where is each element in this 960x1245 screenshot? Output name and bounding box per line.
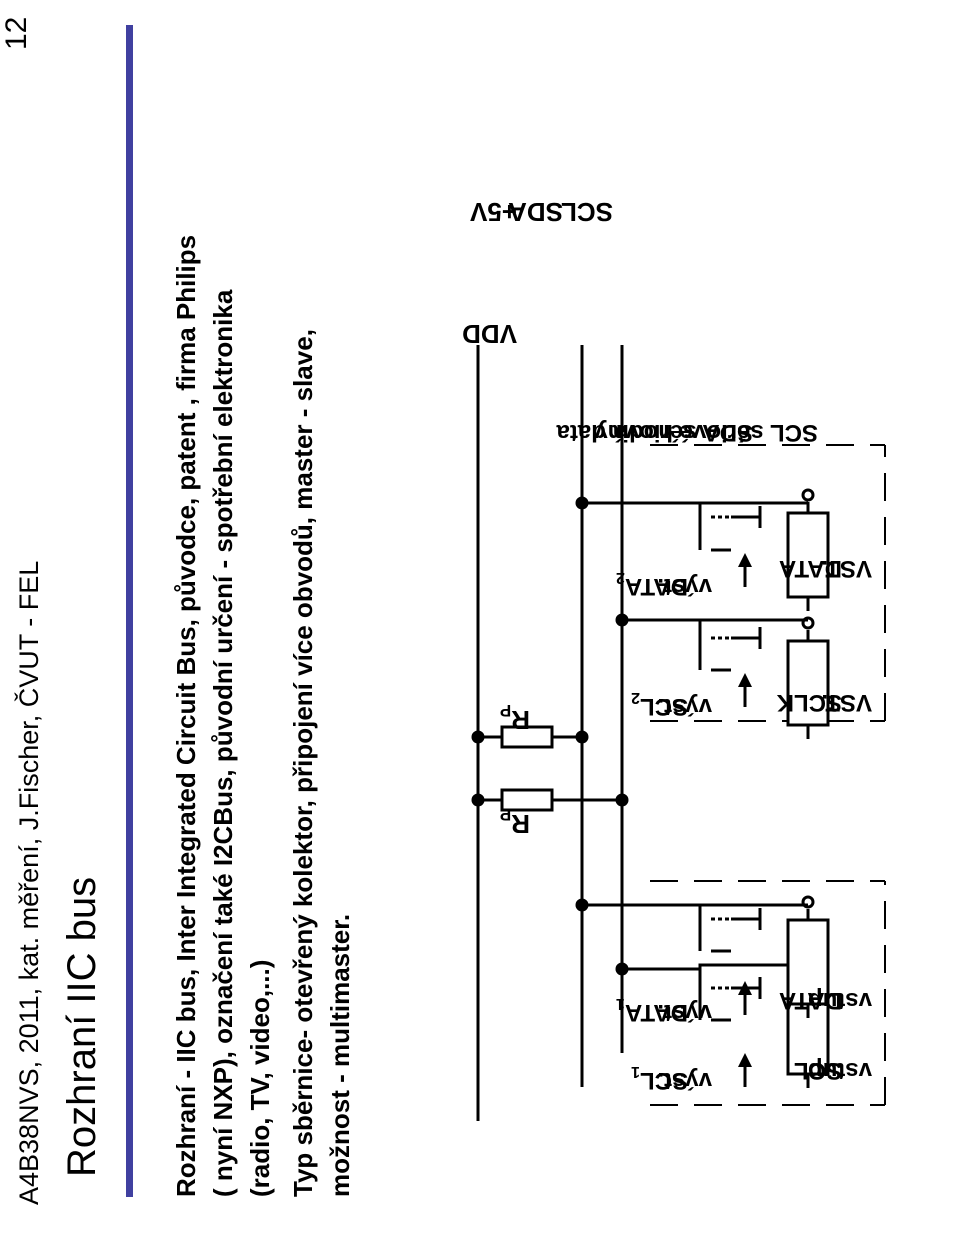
device1-scl-input-label-2: vstup	[808, 1057, 872, 1084]
device2-data-output-label: DATA2	[616, 569, 688, 600]
device-boundaries	[650, 444, 886, 1106]
sda-label: SDA	[508, 197, 563, 227]
device1-scl-output-label-2: výst.	[657, 1067, 712, 1094]
device2-data-output-label-2: výst.	[657, 573, 712, 600]
device2-scl-output-label: SCL2	[631, 689, 688, 720]
device2-scl-buffer	[786, 616, 830, 741]
device2-scl-arrow	[736, 671, 754, 709]
device2-wiring	[575, 496, 808, 672]
resistor-rp-left	[500, 788, 554, 812]
device1-data-input-label: DATA	[779, 987, 842, 1014]
device1-scl-output-label: SCL1	[631, 1063, 688, 1094]
device1-data-input-label-2: vstup	[808, 987, 872, 1014]
device2-data-buffer	[786, 488, 830, 613]
device2-scl-output-label-2: výst.	[657, 693, 712, 720]
device1-data-output-label-2: výst.	[657, 999, 712, 1026]
device2-data-input-label: DATA	[779, 555, 842, 582]
scl-label: SCL	[561, 197, 613, 227]
sda-description: SDA sériová data	[556, 419, 753, 446]
device1-scl-arrow	[736, 1051, 754, 1089]
device1-data-arrow	[736, 979, 754, 1017]
device2-sclk-input-label-2: VST.	[821, 689, 872, 716]
rp-left-label: RP	[500, 805, 530, 839]
rp-right-label: RP	[500, 701, 530, 735]
device1-wiring	[575, 898, 808, 1022]
vdd-label: VDD	[462, 319, 517, 349]
device2-data-input-label-2: VST.	[821, 555, 872, 582]
device2-data-arrow	[736, 551, 754, 589]
plus5v-label: +5V	[469, 197, 517, 227]
device2-sclk-input-label: SCLK	[776, 689, 842, 716]
device1-data-output-label: DATA1	[616, 995, 688, 1026]
device1-scl-input-label: SCL	[794, 1057, 842, 1084]
scl-description: SCL sériové hodiny	[594, 419, 818, 446]
resistor-rp-right	[500, 725, 554, 749]
pullup-resistors	[471, 725, 629, 812]
